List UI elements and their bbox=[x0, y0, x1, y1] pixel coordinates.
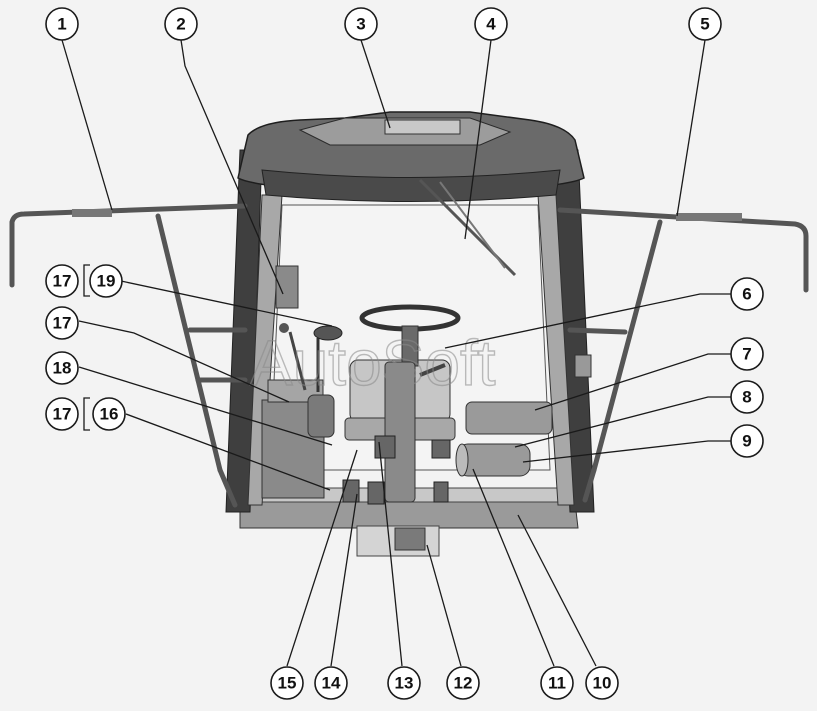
callout-19-label: 19 bbox=[97, 272, 116, 291]
callout-10-label: 10 bbox=[593, 674, 612, 693]
callout-11-label: 11 bbox=[548, 674, 566, 693]
side-panel-unit bbox=[275, 265, 299, 309]
callout-2: 2 bbox=[164, 7, 198, 41]
callout-5: 5 bbox=[688, 7, 722, 41]
callout-19: 19 bbox=[89, 264, 123, 298]
callout-10: 10 bbox=[585, 666, 619, 700]
callout-3: 3 bbox=[344, 7, 378, 41]
callout-7: 7 bbox=[730, 337, 764, 371]
callout-11: 11 bbox=[540, 666, 574, 700]
callout-17-middle-label: 17 bbox=[53, 314, 72, 333]
callout-9: 9 bbox=[730, 424, 764, 458]
right-handrail bbox=[557, 207, 809, 503]
callout-4: 4 bbox=[474, 7, 508, 41]
left-handrail-grip bbox=[72, 209, 112, 217]
callout-6: 6 bbox=[730, 277, 764, 311]
watermark: AutoSoft bbox=[250, 327, 496, 399]
callout-15-label: 15 bbox=[278, 674, 297, 693]
callout-12-label: 12 bbox=[454, 674, 473, 693]
callout-17-top-label: 17 bbox=[53, 272, 72, 291]
callout-1-label: 1 bbox=[57, 15, 66, 34]
callout-6-label: 6 bbox=[742, 285, 751, 304]
callout-14-label: 14 bbox=[322, 674, 341, 693]
right-mirror-bracket bbox=[574, 354, 592, 378]
callout-1: 1 bbox=[45, 7, 79, 41]
callout-16: 16 bbox=[92, 397, 126, 431]
steering-column bbox=[359, 304, 461, 503]
left-console bbox=[261, 323, 343, 499]
callout-5-label: 5 bbox=[700, 15, 709, 34]
right-cylinder-unit bbox=[455, 443, 531, 477]
right-box-unit bbox=[465, 401, 553, 435]
callout-2-label: 2 bbox=[176, 15, 185, 34]
leader-lines bbox=[61, 39, 731, 667]
callout-17-middle: 17 bbox=[45, 306, 79, 340]
callout-17-bottom: 17 bbox=[45, 397, 79, 431]
callout-15: 15 bbox=[270, 666, 304, 700]
cab-roof bbox=[237, 111, 585, 202]
callout-4-label: 4 bbox=[486, 15, 496, 34]
callout-13: 13 bbox=[387, 666, 421, 700]
callout-8: 8 bbox=[730, 380, 764, 414]
callout-16-label: 16 bbox=[100, 405, 119, 424]
left-handrail bbox=[9, 203, 248, 508]
callout-18: 18 bbox=[45, 351, 79, 385]
callout-17-top: 17 bbox=[45, 264, 79, 298]
callout-17-bottom-label: 17 bbox=[53, 405, 72, 424]
callout-9-label: 9 bbox=[742, 432, 751, 451]
callout-7-label: 7 bbox=[742, 345, 751, 364]
right-handrail-grip bbox=[676, 213, 742, 221]
callout-12: 12 bbox=[446, 666, 480, 700]
bracket-17-19 bbox=[83, 264, 90, 297]
under-floor-unit bbox=[356, 525, 440, 557]
callout-8-label: 8 bbox=[742, 388, 751, 407]
callout-18-label: 18 bbox=[53, 359, 72, 378]
callout-3-label: 3 bbox=[356, 15, 365, 34]
callout-14: 14 bbox=[314, 666, 348, 700]
bracket-17-16 bbox=[83, 397, 90, 431]
callout-13-label: 13 bbox=[395, 674, 414, 693]
